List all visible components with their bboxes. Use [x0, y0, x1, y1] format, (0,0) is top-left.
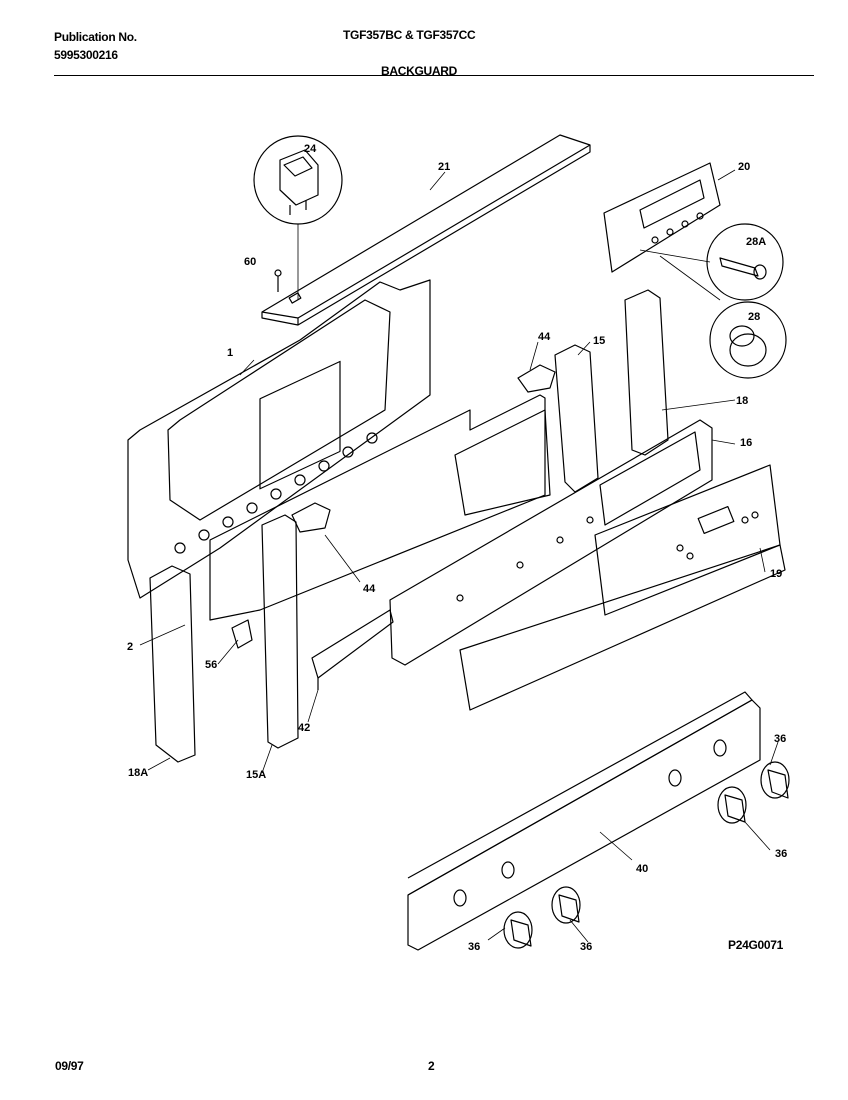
callout-15A: 15A — [246, 769, 266, 781]
callout-60: 60 — [244, 256, 256, 268]
leader-lines — [139, 169, 779, 943]
callout-36-right: 36 — [775, 848, 787, 860]
page-number: 2 — [428, 1059, 435, 1073]
callout-36-top-right: 36 — [774, 733, 786, 745]
diagram-code: P24G0071 — [728, 938, 783, 952]
callout-40: 40 — [636, 863, 648, 875]
callout-18A: 18A — [128, 767, 148, 779]
side-trim-part-18A — [149, 565, 196, 763]
callout-44-lower: 44 — [363, 583, 376, 595]
top-trim-part-21 — [261, 134, 591, 326]
callout-44-upper: 44 — [538, 331, 551, 343]
knob-detail-part-28 — [709, 301, 787, 379]
end-bracket-part-15 — [554, 344, 599, 493]
callout-36-bottom-left: 36 — [468, 941, 480, 953]
part-callouts: 24 21 20 60 28A 28 1 44 15 18 16 19 2 56… — [127, 143, 787, 953]
knob-insert-detail-part-28A — [706, 223, 784, 301]
lower-glass-panel — [459, 544, 786, 711]
bracket-part-44-lower — [259, 360, 341, 533]
side-trim-part-18 — [624, 289, 669, 456]
callout-15: 15 — [593, 335, 605, 347]
clip-part-56 — [231, 619, 253, 649]
knob-part-36-a — [760, 761, 790, 799]
knob-part-36-c — [551, 886, 581, 924]
manifold-panel-part-40 — [407, 691, 761, 951]
callout-56: 56 — [205, 659, 217, 671]
callout-16: 16 — [740, 437, 752, 449]
model-numbers: TGF357BC & TGF357CC — [343, 28, 476, 42]
callout-19: 19 — [770, 568, 782, 580]
switch-detail-part-24 — [253, 135, 343, 300]
callout-20: 20 — [738, 161, 750, 173]
control-panel-frame-part-16 — [389, 419, 713, 666]
overlay-panel-part-19 — [594, 464, 781, 616]
knob-part-36-d — [503, 911, 533, 949]
screw-part-60 — [274, 269, 282, 292]
section-title: BACKGUARD — [381, 64, 457, 78]
backguard-frame-part-1 — [127, 279, 431, 599]
callout-36-bottom: 36 — [580, 941, 592, 953]
channel-part-42 — [311, 609, 394, 690]
control-board-part-20 — [603, 162, 721, 301]
callout-24: 24 — [304, 143, 317, 155]
knob-part-36-b — [717, 786, 747, 824]
callout-42: 42 — [298, 722, 310, 734]
callout-28: 28 — [748, 311, 760, 323]
callout-2: 2 — [127, 641, 133, 653]
callout-28A: 28A — [746, 236, 766, 248]
header-rule — [54, 75, 814, 76]
callout-21: 21 — [438, 161, 450, 173]
publication-number: 5995300216 — [54, 48, 118, 62]
back-panel — [209, 394, 551, 621]
callout-18: 18 — [736, 395, 748, 407]
footer-date: 09/97 — [55, 1059, 84, 1073]
end-bracket-part-15A — [261, 514, 299, 749]
bracket-part-44-upper — [517, 364, 556, 393]
callout-1: 1 — [227, 347, 233, 359]
publication-label: Publication No. — [54, 30, 137, 44]
